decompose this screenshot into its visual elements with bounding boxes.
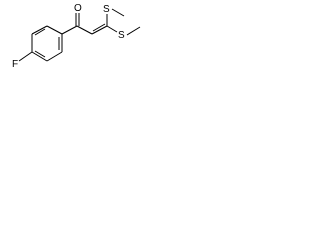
molecule-structure-diagram: O F S S — [12, 3, 141, 70]
alkene-bond — [91, 25, 108, 35]
oxygen-label: O — [74, 3, 82, 14]
ring-bond-6 — [31, 25, 48, 35]
s-methyl-upper-bond — [111, 8, 125, 17]
ring-bond-3 — [46, 51, 63, 62]
ring-double-bond-inner-3 — [34, 28, 46, 36]
s-methyl-lower-bond — [126, 26, 141, 36]
c-s-lower-bond — [106, 25, 118, 33]
ring-bond-1 — [46, 25, 63, 35]
sulfur-lower-label: S — [118, 30, 125, 41]
alkene-double-bond-inner — [92, 23, 106, 32]
ring-double-bond-inner-2 — [34, 50, 46, 58]
c-f-bond — [18, 51, 33, 62]
ring-bond-4 — [31, 51, 48, 62]
ring-carbonyl-bond — [61, 25, 78, 35]
sulfur-upper-label: S — [103, 4, 110, 15]
carbonyl-alpha-bond — [76, 25, 93, 35]
fluorine-label: F — [12, 59, 18, 70]
